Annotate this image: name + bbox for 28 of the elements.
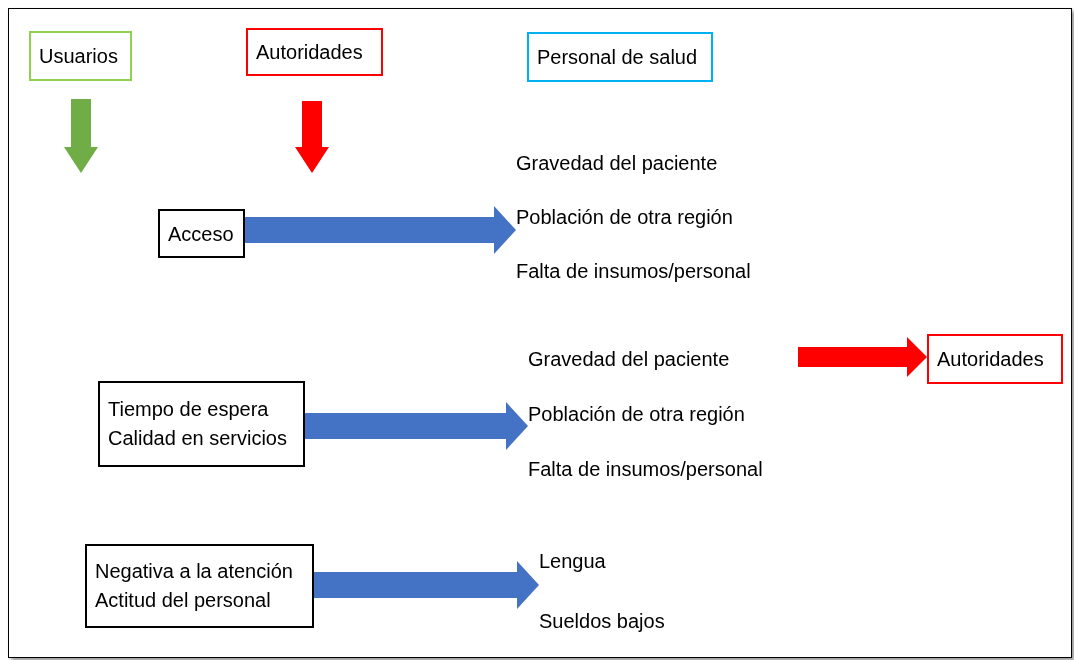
label-box — [927, 334, 1063, 384]
label-box — [29, 31, 132, 81]
block-arrow — [245, 206, 516, 254]
label-text: Falta de insumos/personal — [528, 457, 764, 482]
label-text: Población de otra región — [528, 402, 746, 427]
label-text: Autoridades — [256, 40, 364, 65]
label-text: Gravedad del paciente — [516, 151, 719, 176]
label-text: Lengua — [539, 549, 607, 574]
label-box — [98, 381, 305, 467]
label-text: Autoridades — [937, 347, 1045, 372]
label-text: Gravedad del paciente — [528, 347, 731, 372]
label-text: Población de otra región — [516, 205, 734, 230]
label-text: Tiempo de espera — [108, 397, 270, 422]
label-box — [246, 28, 383, 76]
label-text: Actitud del personal — [95, 588, 272, 613]
label-text: Calidad en servicios — [108, 426, 288, 451]
label-box — [527, 32, 713, 82]
label-text: Usuarios — [39, 44, 119, 69]
label-text: Falta de insumos/personal — [516, 259, 752, 284]
block-arrow — [798, 337, 927, 377]
label-text: Personal de salud — [537, 45, 699, 70]
label-text: Negativa a la atención — [95, 559, 294, 584]
label-box — [158, 209, 245, 258]
label-box — [85, 544, 314, 628]
label-text: Sueldos bajos — [539, 609, 666, 634]
block-arrow — [314, 561, 539, 609]
label-text: Acceso — [168, 221, 235, 247]
block-arrow — [305, 402, 528, 450]
